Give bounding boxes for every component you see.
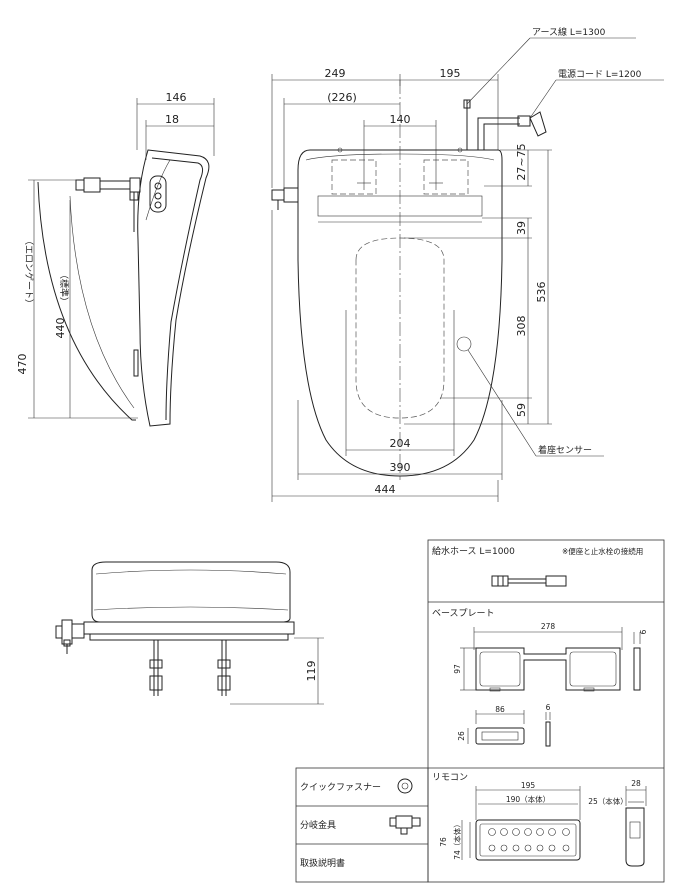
- dim-27-75: 27~75: [515, 143, 528, 180]
- remote-item: リモコン 195 190（本体） 76 74: [432, 773, 647, 867]
- dim-146: 146: [166, 91, 187, 104]
- base-plate-item: ベースプレート 278 97 6 86: [432, 608, 648, 747]
- dim-59: 59: [515, 403, 528, 417]
- dim-470: 470: [16, 354, 29, 375]
- dim-119: 119: [305, 661, 318, 682]
- dim-226: (226): [327, 91, 357, 104]
- callout-seat-sensor: 着座センサー: [538, 444, 592, 456]
- top-view: 249 195 (226) 140 27~75 39 536 308 59 20…: [271, 67, 552, 502]
- base-plate-dim-6a: 6: [639, 629, 648, 634]
- callouts: アース線 L=1300 電源コード L=1200 着座センサー: [466, 26, 664, 457]
- base-plate-dim-278: 278: [541, 622, 556, 631]
- branch-fitting-icon: [389, 815, 421, 835]
- base-plate-dim-6b: 6: [546, 703, 551, 712]
- dim-308: 308: [515, 316, 528, 337]
- dim-249: 249: [325, 67, 346, 80]
- water-hose-note: ※便座と止水栓の接続用: [562, 546, 643, 556]
- water-hose-title: 給水ホース L=1000: [432, 545, 515, 557]
- remote-dim-25: 25（本体）: [588, 796, 628, 806]
- manual-label: 取扱説明書: [300, 857, 345, 869]
- base-plate-title: ベースプレート: [432, 608, 495, 619]
- remote-title: リモコン: [432, 773, 468, 783]
- label-regular: （標準）: [58, 270, 70, 306]
- remote-dim-195: 195: [521, 781, 536, 790]
- remote-dim-76: 76: [439, 837, 448, 847]
- dim-39: 39: [515, 221, 528, 235]
- dim-390: 390: [390, 461, 411, 474]
- base-plate-dim-26: 26: [457, 731, 466, 741]
- quick-fastener-icon: [397, 778, 413, 794]
- dim-444: 444: [375, 483, 396, 496]
- dim-204: 204: [390, 437, 411, 450]
- remote-dim-190: 190（本体）: [506, 794, 550, 804]
- side-view: 146 18 470 （エロンゲート） 440 （標準）: [16, 91, 215, 427]
- base-plate-dim-86: 86: [495, 705, 505, 714]
- remote-dim-28: 28: [631, 779, 641, 788]
- base-plate-dim-97: 97: [453, 664, 462, 674]
- accessory-table: 給水ホース L=1000 ※便座と止水栓の接続用 ベースプレート 278 97: [295, 539, 665, 883]
- remote-dim-74: 74（本体）: [452, 820, 462, 860]
- dim-140: 140: [390, 113, 411, 126]
- dim-195: 195: [440, 67, 461, 80]
- water-hose-item: 給水ホース L=1000 ※便座と止水栓の接続用: [432, 545, 643, 587]
- callout-power-cord: 電源コード L=1200: [558, 69, 642, 80]
- dim-440: 440: [54, 318, 67, 339]
- callout-earth-wire: アース線 L=1300: [532, 26, 606, 38]
- front-view: 119: [55, 561, 324, 705]
- dim-18: 18: [165, 113, 179, 126]
- dim-536: 536: [535, 282, 548, 303]
- label-elongated: （エロンゲート）: [23, 236, 35, 308]
- branch-fitting-label: 分岐金具: [300, 819, 336, 831]
- quick-fastener-label: クイックファスナー: [300, 782, 381, 793]
